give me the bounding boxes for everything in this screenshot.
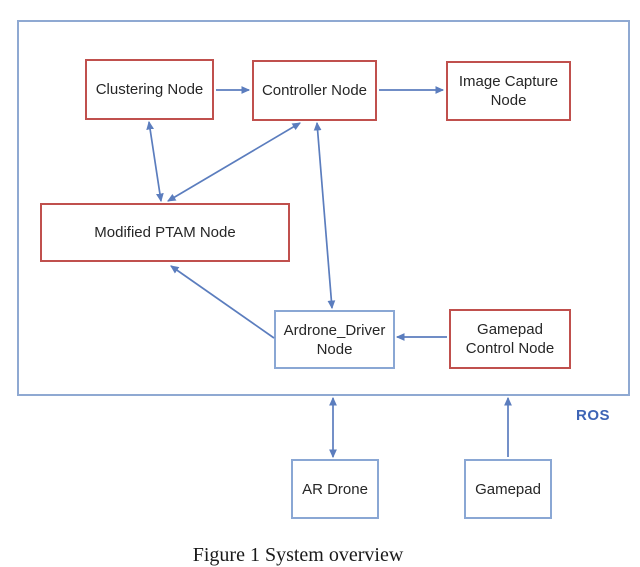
ros-label: ROS bbox=[576, 407, 611, 424]
node-controller-node: Controller Node bbox=[252, 60, 377, 121]
node-clustering-node: Clustering Node bbox=[85, 59, 214, 120]
node-gamepad-control-node: Gamepad Control Node bbox=[449, 309, 571, 369]
node-gamepad: Gamepad bbox=[464, 459, 552, 519]
node-ar-drone: AR Drone bbox=[291, 459, 379, 519]
node-ardrone-driver-node: Ardrone_Driver Node bbox=[274, 310, 395, 369]
node-modified-ptam-node: Modified PTAM Node bbox=[40, 203, 290, 262]
figure-caption: Figure 1 System overview bbox=[192, 544, 404, 566]
node-image-capture-node: Image Capture Node bbox=[446, 61, 571, 121]
